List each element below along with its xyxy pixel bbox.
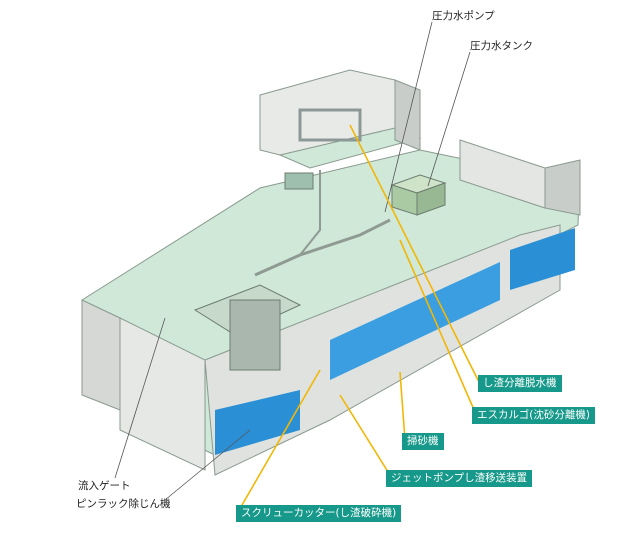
right-wall-side xyxy=(544,159,581,216)
label-pressure-pump: 圧力水ポンプ xyxy=(432,10,495,22)
leader-pressure-pump xyxy=(384,21,433,213)
pressure-tank-side xyxy=(416,182,446,216)
water-channel-right xyxy=(510,228,575,290)
leader-screw-cutter xyxy=(237,369,321,513)
label-pin-rack: ピンラック除じん機 xyxy=(76,498,171,510)
pipe-down xyxy=(299,170,321,256)
truck xyxy=(284,172,314,190)
callout-screw-cutter: スクリューカッター(し渣破砕機) xyxy=(236,505,402,522)
water-channel-mid xyxy=(330,262,500,380)
leader-escargo xyxy=(399,239,476,413)
left-front-face xyxy=(119,317,206,471)
leader-pressure-tank xyxy=(427,51,471,187)
leader-sand-sweeper xyxy=(399,371,406,441)
leader-pin-rack xyxy=(164,429,251,501)
upper-room-pillar xyxy=(394,79,421,151)
dewatering-frame xyxy=(298,108,362,142)
callout-dewatering: し渣分離脱水機 xyxy=(478,375,562,392)
pipe-main xyxy=(254,218,391,277)
label-pressure-tank: 圧力水タンク xyxy=(470,40,533,52)
water-channel-left xyxy=(215,390,300,455)
callout-jet-pump: ジェットポンプし渣移送装置 xyxy=(386,470,533,487)
leader-inflow-gate xyxy=(114,317,166,479)
left-front-wall xyxy=(81,299,121,411)
label-inflow-gate: 流入ゲート xyxy=(78,480,131,492)
leader-dewatering xyxy=(349,124,481,385)
screen-machine xyxy=(229,299,281,371)
leader-jet-pump xyxy=(339,394,391,476)
callout-escargo: エスカルゴ(沈砂分離機) xyxy=(472,407,595,424)
callout-sand-sweeper: 掃砂機 xyxy=(402,433,444,450)
